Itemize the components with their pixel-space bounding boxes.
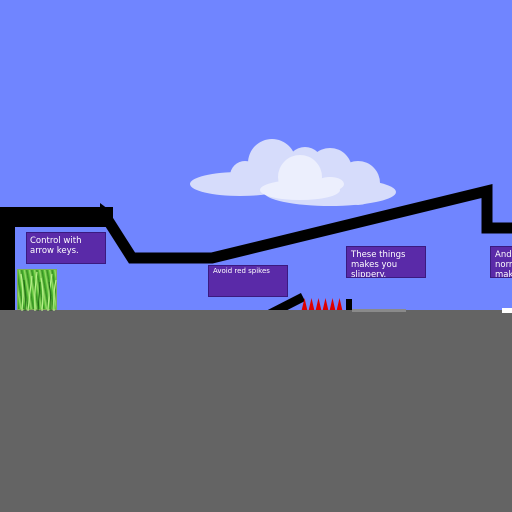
spike: [315, 298, 322, 313]
grass-blades: [20, 271, 57, 311]
spike: [301, 298, 308, 313]
sign-slippery: These things makes you slippery.: [346, 246, 426, 278]
spike: [308, 298, 315, 313]
ground: [0, 310, 512, 512]
slippery-surface: [352, 309, 406, 312]
spike: [336, 298, 343, 313]
ledge-notch: [100, 203, 108, 209]
post-marker: [346, 299, 352, 313]
sign-controls: Control with arrow keys.: [26, 232, 106, 264]
spike: [322, 298, 329, 313]
edge-marker: [502, 308, 512, 313]
spike: [329, 298, 336, 313]
terrain-line: [99, 183, 512, 264]
top-left-ledge: [0, 207, 113, 227]
left-wall: [0, 213, 15, 318]
cloud-icon: [190, 139, 396, 206]
grass-block-icon: [17, 269, 57, 311]
sign-spikes: Avoid red spikes: [208, 265, 288, 297]
red-spikes: [301, 298, 343, 313]
